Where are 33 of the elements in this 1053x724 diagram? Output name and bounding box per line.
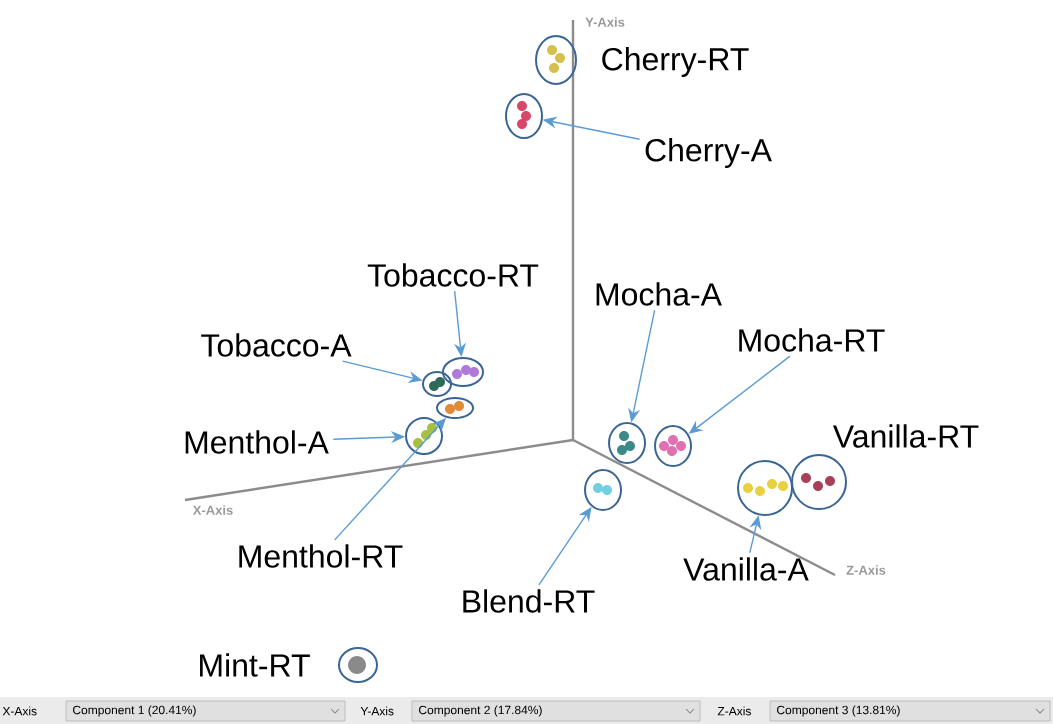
- cluster-circle: [584, 469, 622, 511]
- data-label: Blend-RT: [463, 589, 595, 613]
- data-label: Cherry-RT: [602, 47, 749, 77]
- data-label: Tobacco-A: [201, 333, 352, 357]
- dropdown-field: Component 2 (17.84%): [411, 700, 701, 722]
- cluster-circle: [405, 417, 443, 455]
- data-label: Menthol-RT: [239, 544, 403, 568]
- axis-label: X-Axis: [2, 706, 37, 716]
- cluster-circle: [791, 454, 847, 510]
- cluster-circle: [737, 460, 793, 516]
- cluster-circle: [436, 397, 474, 419]
- axis-label: Z-Axis: [717, 706, 751, 716]
- axis-label: Y-Axis: [360, 706, 394, 716]
- data-label: Menthol-A: [185, 430, 329, 454]
- data-label: Mocha-RT: [739, 328, 885, 352]
- cluster-circle: [535, 35, 577, 85]
- dropdown-field: Component 3 (13.81%): [769, 700, 1051, 722]
- data-label: Mint-RT: [200, 653, 310, 677]
- cluster-circle: [442, 357, 484, 387]
- data-label: Mocha-A: [596, 282, 722, 306]
- cluster-circle: [338, 647, 378, 683]
- data-label: Vanilla-RT: [832, 424, 979, 448]
- data-label: Vanilla-A: [683, 557, 809, 581]
- cluster-circle: [654, 425, 692, 467]
- axis-label: Y-Axis: [585, 17, 625, 27]
- axis-label: X-Axis: [192, 505, 233, 515]
- axis-label: Z-Axis: [846, 565, 886, 575]
- data-label: Cherry-A: [645, 138, 772, 168]
- cluster-circle: [505, 93, 543, 139]
- cluster-circle: [608, 422, 646, 464]
- data-label: Tobacco-RT: [367, 263, 539, 287]
- cluster-circle: [422, 371, 452, 397]
- dropdown-field: Component 1 (20.41%): [65, 700, 346, 722]
